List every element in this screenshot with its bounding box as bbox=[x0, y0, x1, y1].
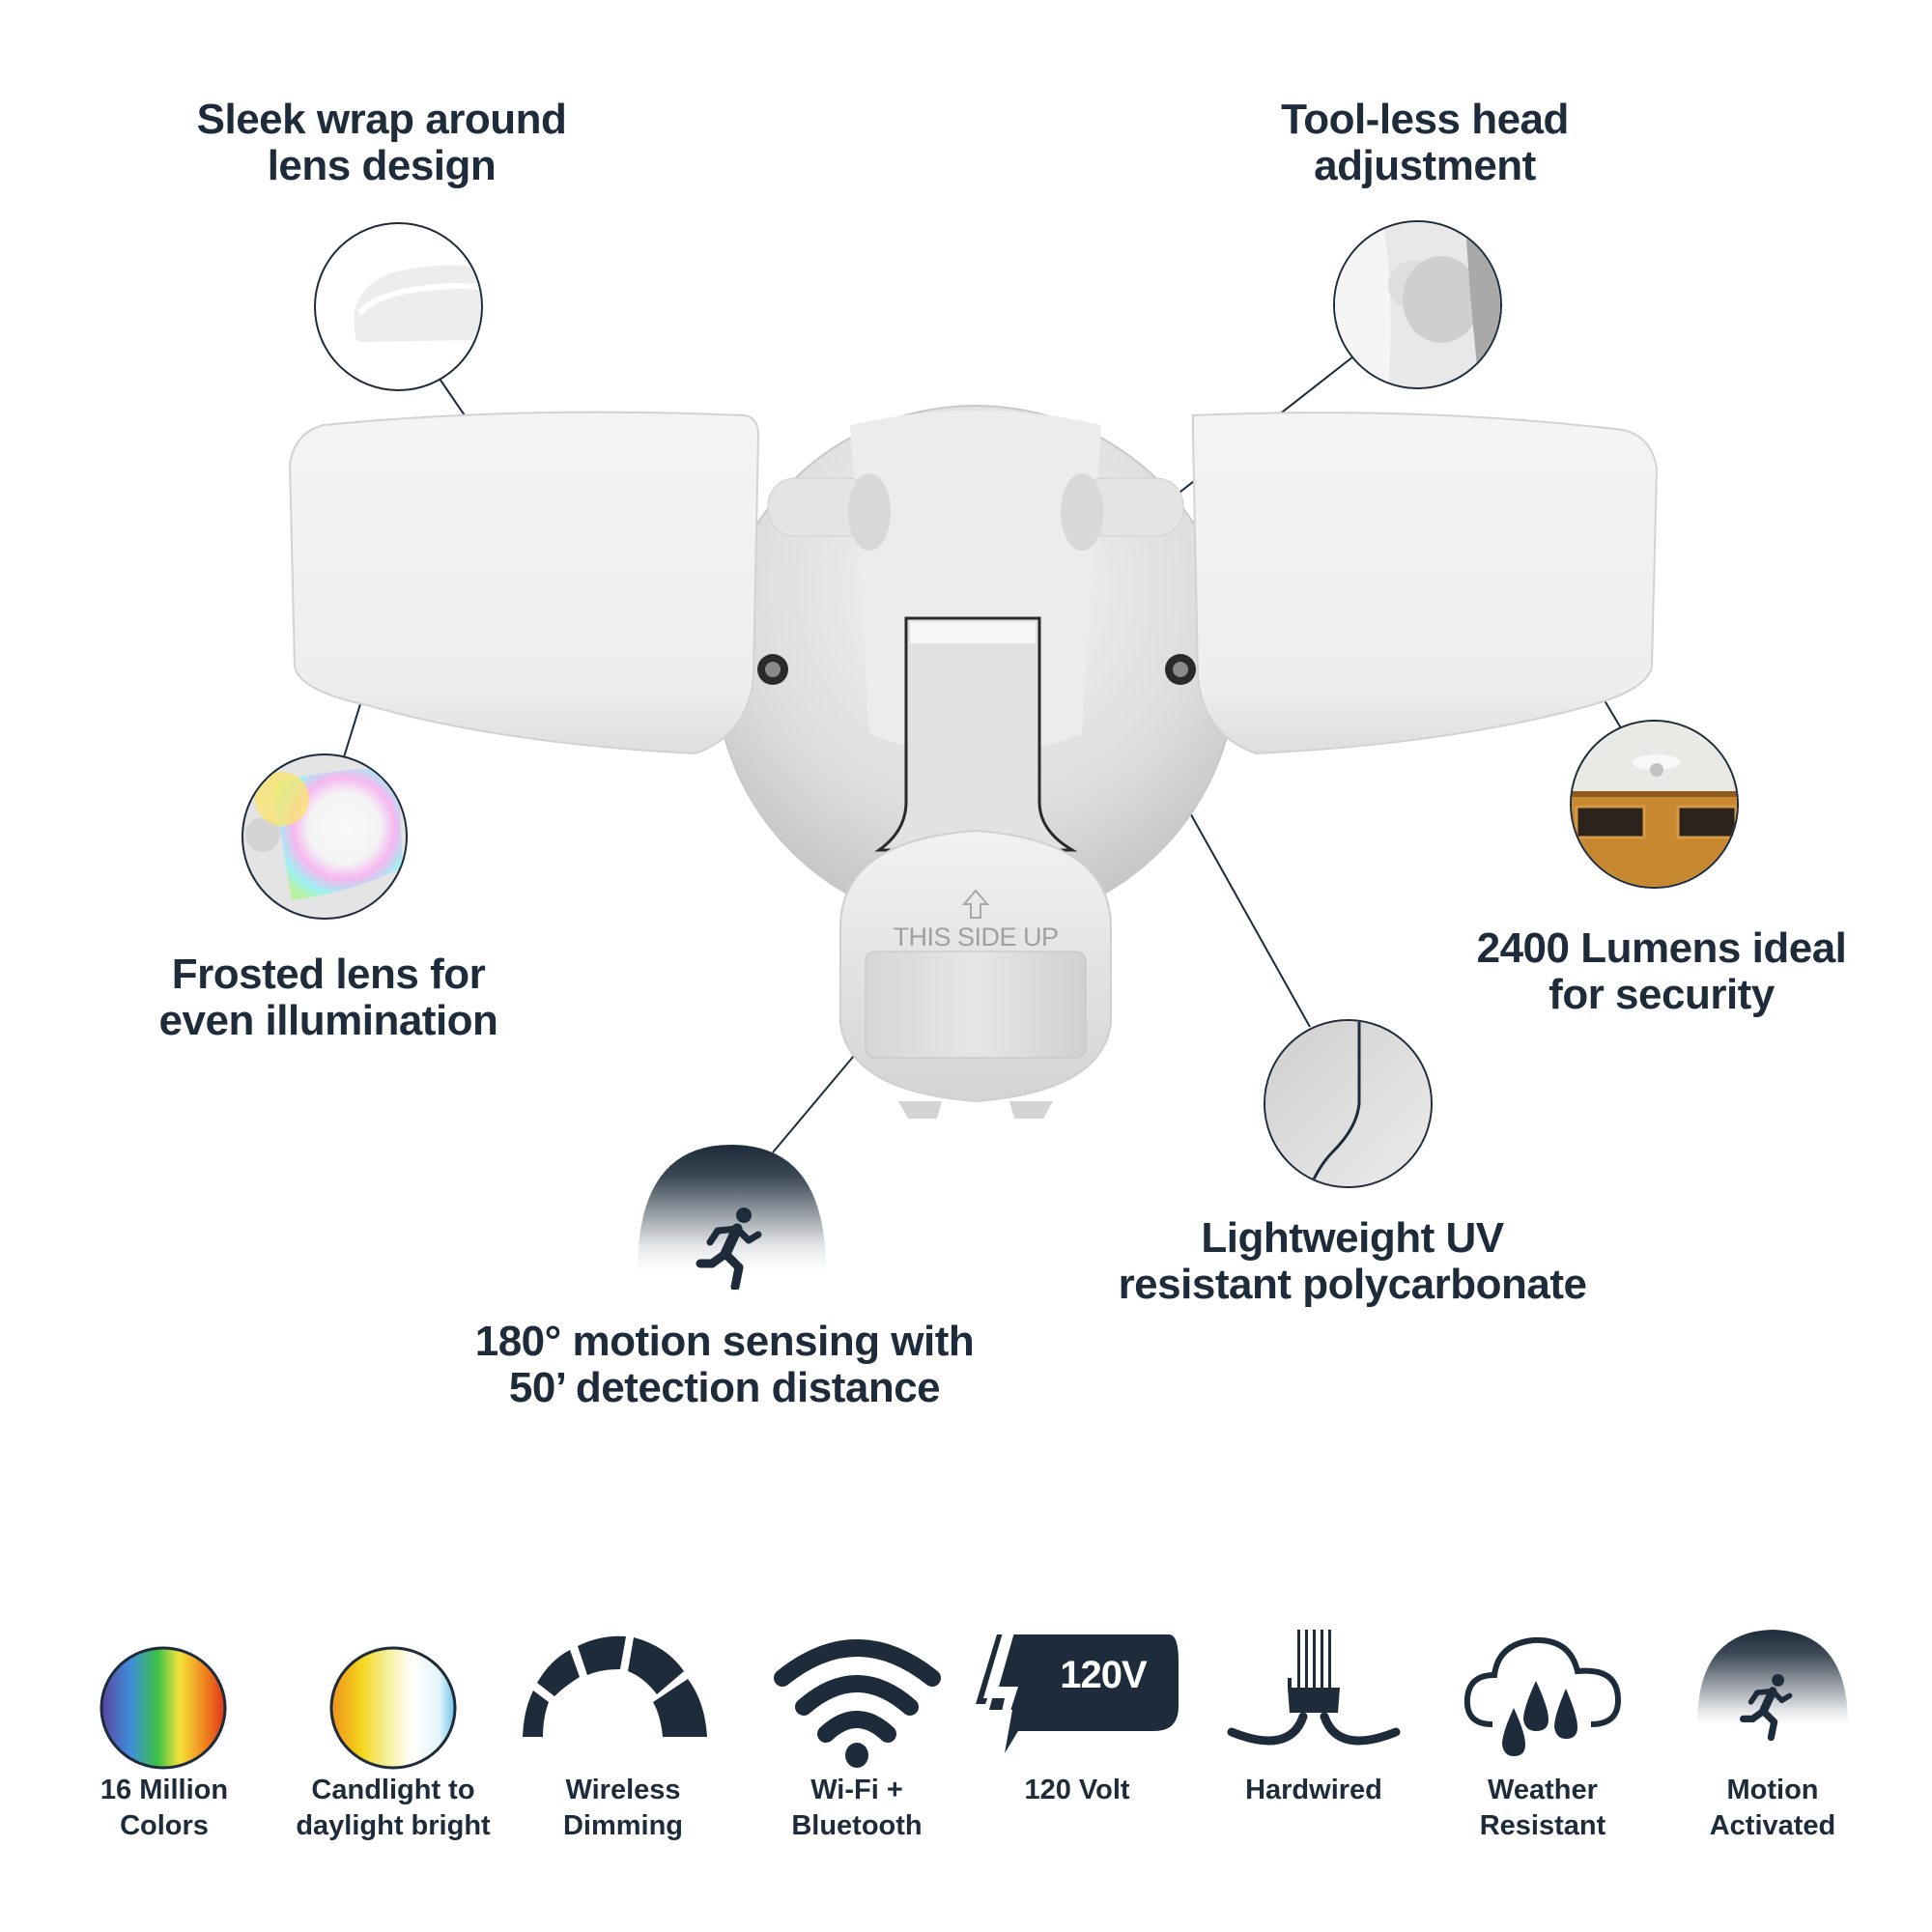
left-lamp-head bbox=[288, 411, 760, 755]
feature-caption-dimming: Wireless Dimming bbox=[562, 1775, 684, 1841]
running-person-icon bbox=[1739, 1674, 1793, 1742]
feature-caption-candlight: Candlight to daylight bright bbox=[296, 1775, 491, 1841]
callout-label-frosted-lens: Frosted lens for even illumination bbox=[158, 951, 498, 1044]
feature-caption-hardwired: Hardwired bbox=[1245, 1775, 1382, 1805]
feature-caption-voltage: 120 Volt bbox=[1024, 1775, 1130, 1805]
swivel-joint-detail-icon bbox=[1333, 220, 1502, 389]
floodlight-device bbox=[288, 405, 1659, 1119]
running-person-icon bbox=[696, 1208, 762, 1290]
callout-label-motion: 180° motion sensing with 50’ detection d… bbox=[474, 1318, 975, 1411]
feature-caption-motion: Motion Activated bbox=[1709, 1775, 1836, 1841]
callout-label-head-adjust: Tool-less head adjustment bbox=[1281, 96, 1569, 189]
lightning-bolt-icon: 120V bbox=[976, 1633, 1179, 1753]
voltage-badge-text: 120V bbox=[1060, 1654, 1147, 1696]
dimmer-gauge-icon bbox=[520, 1633, 727, 1739]
callout-label-lumens: 2400 Lumens ideal for security bbox=[1476, 924, 1847, 1018]
rgb-lens-detail-icon bbox=[242, 753, 408, 920]
motion-range-icon bbox=[633, 1145, 831, 1290]
right-lamp-head bbox=[1191, 412, 1659, 755]
housing-seam-detail-icon bbox=[1264, 1019, 1433, 1188]
warm-to-cool-spectrum-icon bbox=[328, 1645, 459, 1771]
motion-activated-icon bbox=[1695, 1628, 1850, 1758]
sensor-text: THIS SIDE UP bbox=[893, 923, 1059, 952]
feature-caption-colors: 16 Million Colors bbox=[99, 1775, 229, 1841]
rain-cloud-icon bbox=[1463, 1633, 1623, 1763]
lens-detail-icon bbox=[314, 222, 483, 391]
wifi-icon bbox=[773, 1637, 942, 1768]
garage-photo-icon bbox=[1570, 720, 1739, 889]
arrow-up-icon bbox=[961, 889, 990, 919]
sensor-lens bbox=[865, 951, 1087, 1059]
feature-caption-weather: Weather Resistant bbox=[1479, 1775, 1606, 1841]
feature-caption-wifi: Wi-Fi + Bluetooth bbox=[791, 1775, 923, 1841]
rainbow-spectrum-icon bbox=[99, 1645, 229, 1771]
callout-label-polycarbonate: Lightweight UV resistant polycarbonate bbox=[1118, 1214, 1587, 1308]
callout-label-wrap-lens: Sleek wrap around lens design bbox=[196, 96, 567, 189]
wire-nut-icon bbox=[1222, 1628, 1406, 1758]
